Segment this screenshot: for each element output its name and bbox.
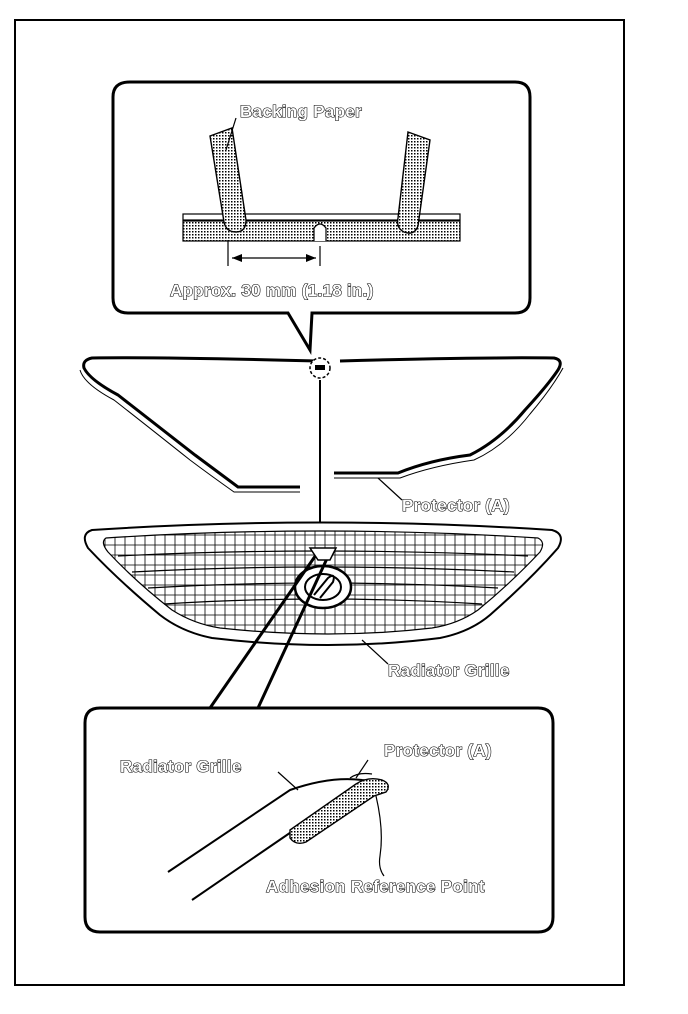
magnifier-lines	[208, 547, 338, 709]
backing-paper-leader-line	[225, 117, 237, 151]
adhesion-point-leader-line	[375, 795, 385, 877]
distance-dimension-arrow	[227, 240, 321, 266]
detail-protector-leader-line	[355, 759, 369, 779]
radiator-grille-label: Radiator Grille	[388, 661, 510, 680]
backing-paper-left-tab	[209, 127, 247, 233]
protector-a-strip	[79, 356, 564, 493]
detail-protector-a-label: Protector (A)	[384, 741, 492, 760]
protector-a-label: Protector (A)	[402, 496, 510, 515]
radiator-grille	[83, 521, 562, 646]
backing-paper-strip	[182, 213, 461, 242]
backing-paper-right-tab	[396, 131, 431, 234]
detail-protector-a	[289, 772, 389, 845]
detail-radiator-grille-label: Radiator Grille	[120, 757, 242, 776]
reference-circle-marker	[309, 357, 331, 379]
radiator-grille-leader-line	[361, 639, 389, 665]
approx-distance-label: Approx. 30 mm (1.18 in.)	[170, 281, 374, 300]
protector-a-leader-line	[377, 477, 403, 501]
backing-paper-label: Backing Paper	[240, 102, 362, 121]
alignment-arrow	[314, 380, 326, 540]
adhesion-reference-point-label: Adhesion Reference Point	[266, 877, 485, 896]
detail-grille-leader-line	[277, 771, 299, 791]
